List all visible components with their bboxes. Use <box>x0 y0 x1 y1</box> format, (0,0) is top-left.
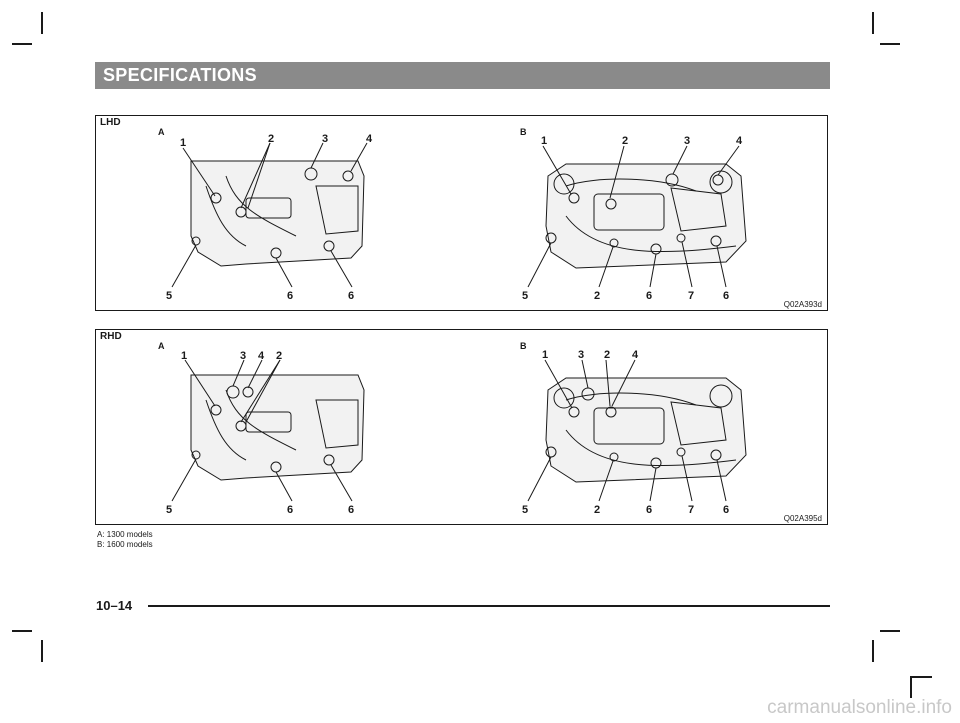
diagram-letter: A <box>158 341 165 351</box>
panel-lhd: LHD A 1 2 3 4 5 <box>95 115 828 311</box>
panel-label: RHD <box>100 331 122 342</box>
callout-number: 5 <box>166 290 172 302</box>
crop-mark <box>41 12 43 34</box>
callout-number: 4 <box>366 133 373 145</box>
diagram-letter: B <box>520 341 527 351</box>
callout-number: 3 <box>684 135 690 147</box>
page-number: 10–14 <box>96 598 133 613</box>
engine-diagram-a <box>171 359 365 502</box>
callout-number: 1 <box>181 350 187 362</box>
diagram-letter: A <box>158 127 165 137</box>
callout-number: 6 <box>723 290 729 302</box>
callout-number: 6 <box>348 504 354 516</box>
crop-mark <box>880 630 900 632</box>
section-title: SPECIFICATIONS <box>103 65 257 85</box>
callout-number: 4 <box>736 135 743 147</box>
section-header: SPECIFICATIONS <box>95 62 830 89</box>
engine-diagram-lhd: A 1 2 3 4 5 6 6 <box>158 127 747 302</box>
callout-number: 1 <box>542 349 548 361</box>
diagram-letter: B <box>520 127 527 137</box>
callout-number: 5 <box>522 504 528 516</box>
callout-number: 7 <box>688 290 694 302</box>
engine-diagram-a <box>171 142 368 288</box>
callout-number: 4 <box>258 350 265 362</box>
callout-number: 6 <box>723 504 729 516</box>
callout-number: 1 <box>541 135 547 147</box>
crop-mark <box>910 676 912 698</box>
callout-number: 3 <box>578 349 584 361</box>
footer-rule <box>148 605 830 607</box>
callout-number: 5 <box>522 290 528 302</box>
crop-mark <box>880 43 900 45</box>
callout-number: 6 <box>348 290 354 302</box>
panel-label: LHD <box>100 117 121 128</box>
engine-diagram-b <box>527 145 747 288</box>
callout-number: 6 <box>287 290 293 302</box>
callout-number: 2 <box>594 504 600 516</box>
crop-mark <box>41 640 43 662</box>
crop-mark <box>872 12 874 34</box>
watermark: carmanualsonline.info <box>767 697 952 718</box>
engine-diagram-rhd: A 1 3 4 2 5 6 6 <box>158 341 747 516</box>
figure-legend: A: 1300 models B: 1600 models <box>97 530 153 550</box>
callout-number: 2 <box>268 133 274 145</box>
callout-number: 2 <box>594 290 600 302</box>
callout-number: 2 <box>622 135 628 147</box>
callout-number: 6 <box>287 504 293 516</box>
crop-mark <box>910 676 932 678</box>
crop-mark <box>12 43 32 45</box>
legend-item: B: 1600 models <box>97 540 153 549</box>
engine-diagram-b <box>527 359 747 502</box>
crop-mark <box>12 630 32 632</box>
callout-number: 3 <box>322 133 328 145</box>
callout-number: 6 <box>646 504 652 516</box>
callout-number: 6 <box>646 290 652 302</box>
callout-number: 5 <box>166 504 172 516</box>
callout-number: 2 <box>604 349 610 361</box>
callout-number: 1 <box>180 137 186 149</box>
figure-code: Q02A395d <box>783 514 822 523</box>
callout-number: 7 <box>688 504 694 516</box>
callout-number: 2 <box>276 350 282 362</box>
callout-number: 4 <box>632 349 639 361</box>
panel-rhd: RHD A 1 3 4 2 5 <box>95 329 828 525</box>
crop-mark <box>872 640 874 662</box>
figure-code: Q02A393d <box>783 300 822 309</box>
callout-number: 3 <box>240 350 246 362</box>
legend-item: A: 1300 models <box>97 530 153 539</box>
